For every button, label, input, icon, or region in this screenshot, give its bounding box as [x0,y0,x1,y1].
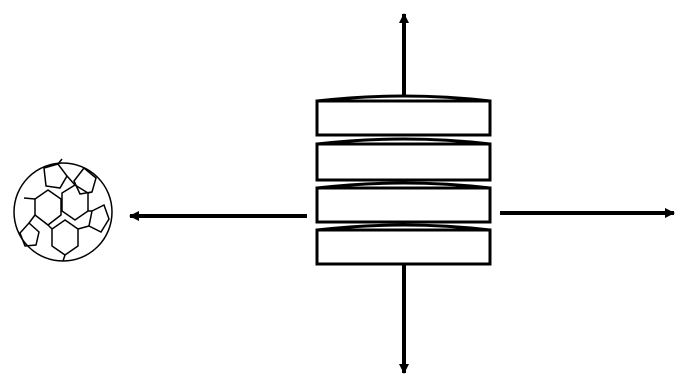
disc-stack [315,94,492,266]
soccer-ball-icon [13,158,113,262]
disc-3 [315,181,492,224]
disc-1 [315,94,492,137]
disc-2 [315,137,492,182]
disc-4 [315,223,492,266]
